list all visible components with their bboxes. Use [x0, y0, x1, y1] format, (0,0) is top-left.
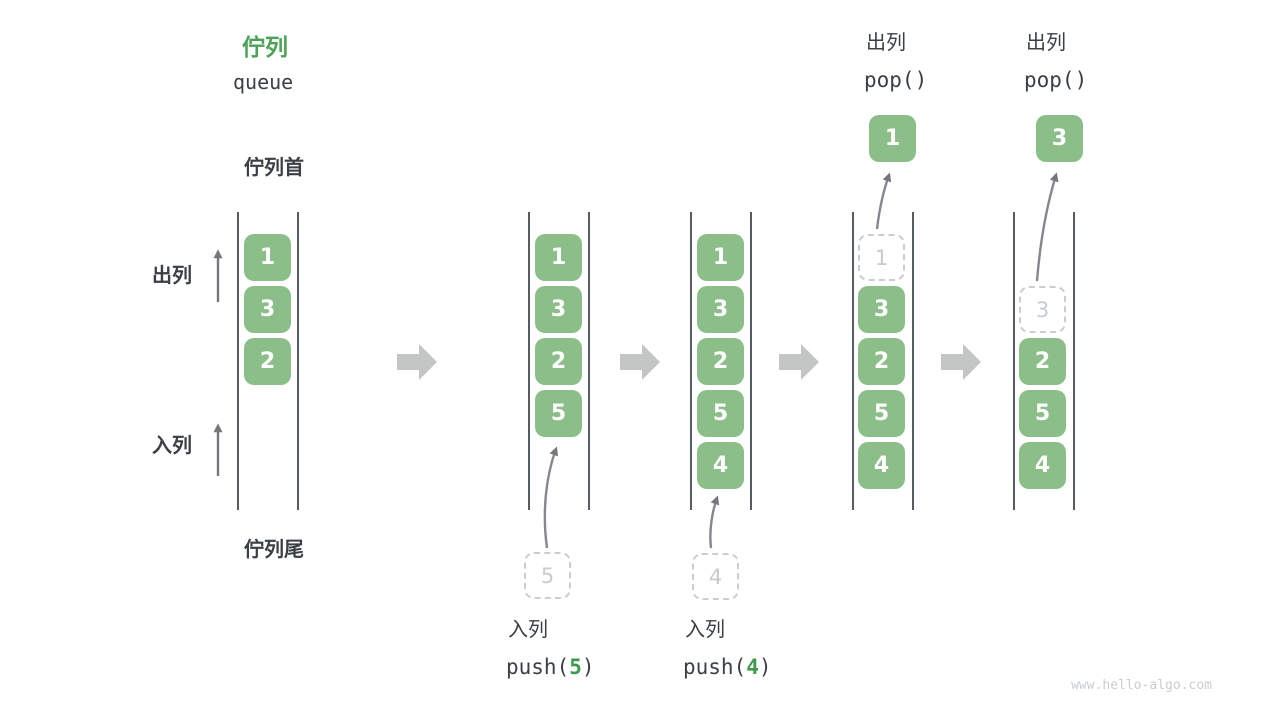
pop1-arrow-icon: [875, 172, 892, 230]
state-transition-arrow-icon: [397, 344, 437, 380]
queue-cell: 3: [244, 286, 291, 333]
queue-rear-label: 佇列尾: [244, 539, 304, 561]
queue-cell: 2: [697, 338, 744, 385]
queue-cell: 4: [697, 442, 744, 489]
enqueue-side-label: 入列: [152, 435, 192, 457]
push5-arrow-icon: [543, 446, 559, 549]
state-transition-arrow-icon: [779, 344, 819, 380]
queue1-left-wall: [237, 212, 239, 510]
diagram-title-en: queue: [233, 70, 294, 94]
dequeue-op-label: 出列: [866, 32, 906, 54]
code-arg: 5: [569, 655, 582, 679]
dequeue-op-code: pop(): [864, 68, 928, 92]
queue-cell: 2: [244, 338, 291, 385]
queue1-right-wall: [297, 212, 299, 510]
queue2-left-wall: [528, 212, 530, 510]
diagram-title-zh: 佇列: [242, 34, 288, 60]
queue-cell: 5: [697, 390, 744, 437]
enqueue-ghost-cell: 4: [692, 553, 739, 600]
queue4-left-wall: [852, 212, 854, 510]
queue-cell: 5: [535, 390, 582, 437]
enqueue-op-code: push(5): [506, 655, 595, 679]
queue5-right-wall: [1073, 212, 1075, 510]
push4-arrow-icon: [709, 495, 720, 549]
enqueue-op-label: 入列: [508, 619, 548, 641]
queue5-left-wall: [1013, 212, 1015, 510]
popped-cell: 1: [869, 115, 916, 162]
queue-cell: 2: [535, 338, 582, 385]
dequeue-op-code: pop(): [1024, 68, 1088, 92]
code-prefix: push(: [683, 655, 747, 679]
queue-cell: 1: [697, 234, 744, 281]
dequeue-side-label: 出列: [152, 265, 192, 287]
dequeue-op-label: 出列: [1026, 32, 1066, 54]
code-prefix: push(: [506, 655, 570, 679]
pop3-arrow-icon: [1035, 172, 1059, 282]
queue4-right-wall: [912, 212, 914, 510]
popped-cell: 3: [1036, 115, 1083, 162]
queue2-right-wall: [588, 212, 590, 510]
enqueue-op-label: 入列: [685, 619, 725, 641]
ghost-cell: 3: [1019, 286, 1066, 333]
queue-cell: 1: [535, 234, 582, 281]
queue-front-label: 佇列首: [244, 157, 304, 179]
enqueue-ghost-cell: 5: [524, 552, 571, 599]
queue-cell: 4: [1019, 442, 1066, 489]
queue-cell: 3: [535, 286, 582, 333]
code-arg: 4: [746, 655, 759, 679]
queue-cell: 5: [858, 390, 905, 437]
queue3-left-wall: [690, 212, 692, 510]
queue-cell: 3: [858, 286, 905, 333]
queue3-right-wall: [750, 212, 752, 510]
queue-cell: 3: [697, 286, 744, 333]
state-transition-arrow-icon: [941, 344, 981, 380]
queue-cell: 4: [858, 442, 905, 489]
enqueue-op-code: push(4): [683, 655, 772, 679]
state-transition-arrow-icon: [620, 344, 660, 380]
code-suffix: ): [581, 655, 595, 679]
ghost-cell: 1: [858, 234, 905, 281]
watermark: www.hello-algo.com: [1071, 678, 1212, 693]
code-suffix: ): [758, 655, 772, 679]
queue-cell: 2: [1019, 338, 1066, 385]
queue-cell: 2: [858, 338, 905, 385]
queue-cell: 5: [1019, 390, 1066, 437]
queue-cell: 1: [244, 234, 291, 281]
